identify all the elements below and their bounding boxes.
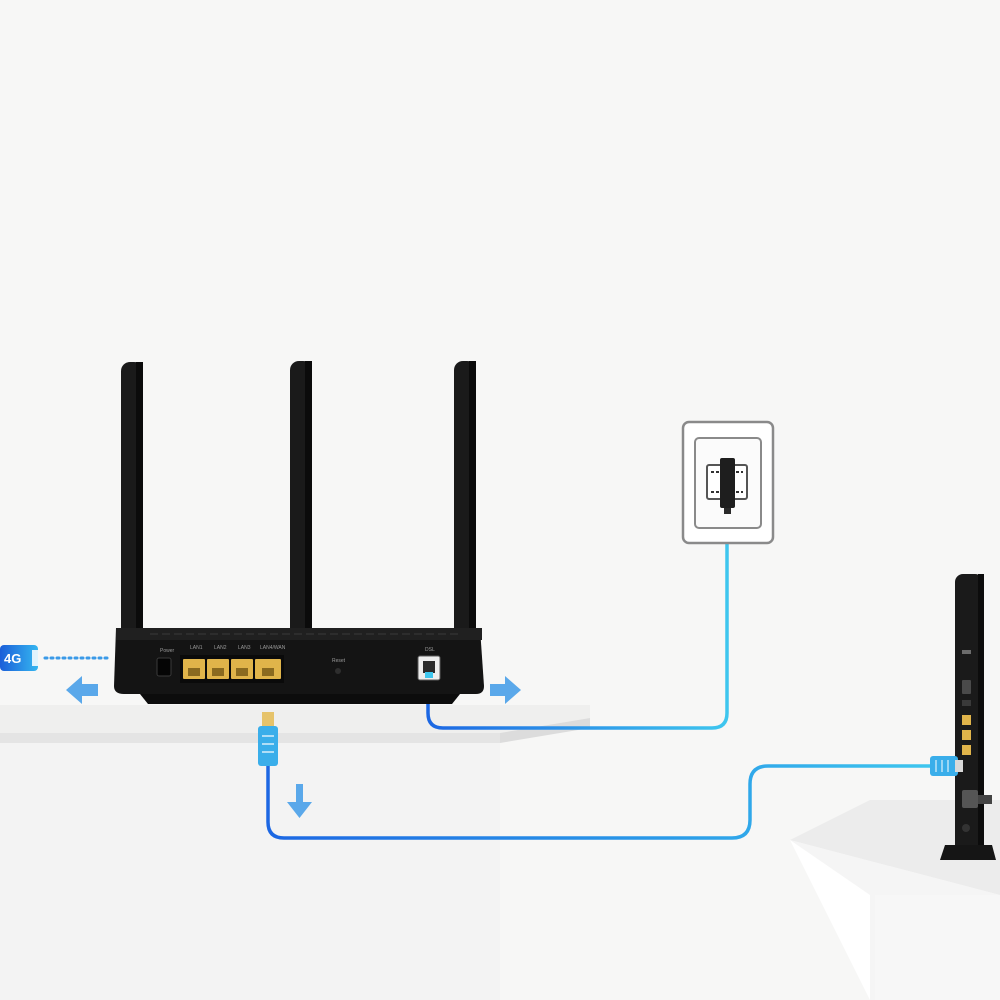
power-port xyxy=(156,657,172,677)
lan2-port-label: LAN2 xyxy=(214,645,227,651)
dsl-cable xyxy=(426,503,729,730)
power-port-label: Power xyxy=(160,648,175,654)
4g-badge: 4G xyxy=(0,645,38,671)
4g-badge-label: 4G xyxy=(4,651,21,666)
lan3-port-label: LAN3 xyxy=(238,645,251,651)
wall-phone-jack xyxy=(681,420,775,545)
ethernet-plug-router xyxy=(258,712,278,766)
modem-lan-port-3 xyxy=(962,745,971,755)
modem-lan-port-1 xyxy=(962,715,971,725)
reset-label: Reset xyxy=(332,658,346,664)
phone-plug xyxy=(720,458,735,508)
router: Power LAN1 LAN2 LAN3 LAN4/WAN Reset DSL xyxy=(114,361,484,704)
arrow-left-icon xyxy=(66,676,98,704)
ethernet-plug-modem xyxy=(930,756,963,776)
dsl-port-label: DSL xyxy=(425,647,435,653)
arrow-right-icon xyxy=(490,676,521,704)
modem-lan-port-2 xyxy=(962,730,971,740)
arrow-down-icon xyxy=(287,784,312,818)
reset-button xyxy=(335,668,341,674)
modem xyxy=(940,574,996,860)
left-desk xyxy=(0,705,590,1000)
right-desk xyxy=(790,800,1000,1000)
ethernet-cable xyxy=(266,763,932,840)
lan1-port-label: LAN1 xyxy=(190,645,203,651)
lan4-wan-port-label: LAN4/WAN xyxy=(260,645,286,651)
